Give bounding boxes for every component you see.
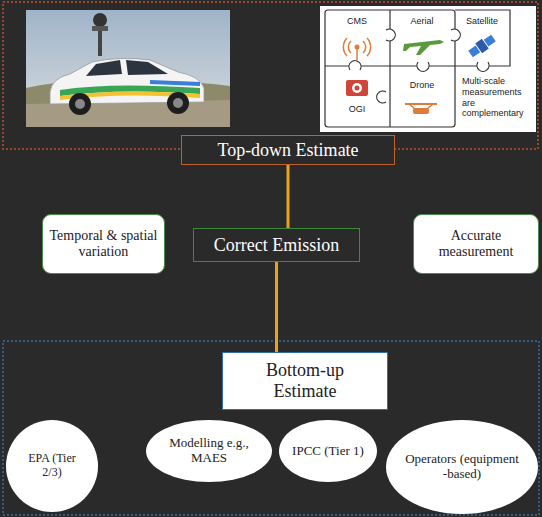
icon-label: Drone xyxy=(410,80,435,90)
bottom-up-region xyxy=(3,341,539,515)
puzzle-graphic xyxy=(320,6,536,132)
source-ellipse: Operators (equipment -based) xyxy=(386,420,538,514)
top-down-region xyxy=(3,2,538,149)
node-text: Bottom-up Estimate xyxy=(240,360,370,401)
node-text: Top-down Estimate xyxy=(217,140,358,161)
node-text: Accurate measurement xyxy=(420,228,532,260)
icon-label: OGI xyxy=(349,104,366,114)
street-view-car-photo xyxy=(26,10,230,127)
node-text: IPCC (Tier 1) xyxy=(292,444,364,459)
source-ellipse: EPA (Tier 2/3) xyxy=(6,420,98,512)
source-ellipse: Modelling e.g., MAES xyxy=(146,420,272,482)
estimate-box: Accurate measurement xyxy=(413,214,539,274)
estimate-box: Correct Emission xyxy=(193,228,360,262)
node-text: Temporal & spatial variation xyxy=(49,228,158,260)
node-text: Correct Emission xyxy=(214,235,339,256)
source-ellipse: IPCC (Tier 1) xyxy=(279,420,377,482)
node-text: Operators (equipment -based) xyxy=(404,452,520,482)
node-text: EPA (Tier 2/3) xyxy=(20,452,84,480)
icon-label: Satellite xyxy=(466,16,498,26)
icon-label: CMS xyxy=(347,16,367,26)
connector-line xyxy=(288,165,289,228)
icon-label: Aerial xyxy=(410,16,433,26)
connector-line xyxy=(276,262,277,352)
note-text: Multi-scale measurements are complementa… xyxy=(462,76,532,119)
node-text: Modelling e.g., MAES xyxy=(158,436,260,466)
estimate-box: Bottom-up Estimate xyxy=(222,352,388,410)
estimate-box: Top-down Estimate xyxy=(181,135,395,165)
estimate-box: Temporal & spatial variation xyxy=(42,214,165,274)
